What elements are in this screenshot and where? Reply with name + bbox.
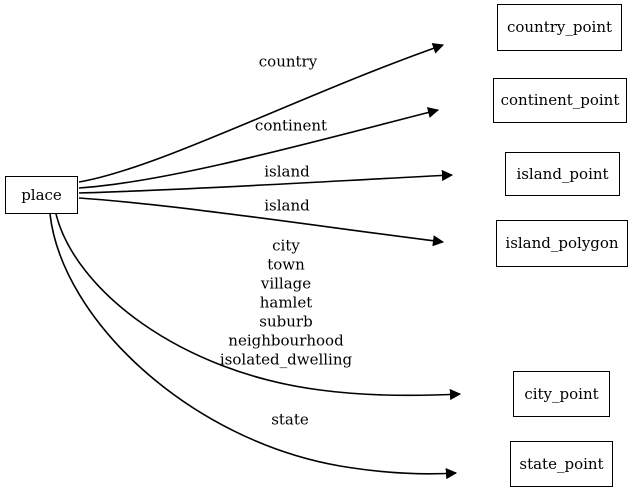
node-island_point[interactable]: island_point bbox=[505, 152, 620, 196]
edge-place-island_polygon bbox=[78, 197, 445, 247]
node-place-label: place bbox=[21, 185, 62, 204]
node-state_point[interactable]: state_point bbox=[510, 441, 613, 487]
node-city_point-label: city_point bbox=[524, 384, 599, 403]
node-island_polygon[interactable]: island_polygon bbox=[496, 220, 628, 267]
node-continent_point[interactable]: continent_point bbox=[493, 78, 627, 123]
edge-label-city-group: city town village hamlet suburb neighbou… bbox=[219, 236, 353, 369]
node-continent_point-label: continent_point bbox=[500, 91, 620, 109]
node-country_point[interactable]: country_point bbox=[497, 4, 622, 51]
edge-label-country: country bbox=[258, 52, 318, 71]
node-state_point-label: state_point bbox=[519, 454, 604, 473]
node-island_polygon-label: island_polygon bbox=[505, 234, 619, 252]
node-place[interactable]: place bbox=[5, 176, 78, 214]
node-island_point-label: island_point bbox=[516, 164, 609, 183]
node-country_point-label: country_point bbox=[506, 18, 613, 36]
edge-label-continent: continent bbox=[254, 116, 328, 135]
edge-label-island-point: island bbox=[264, 162, 310, 181]
node-city_point[interactable]: city_point bbox=[513, 371, 610, 417]
edge-label-state: state bbox=[271, 410, 309, 429]
edge-label-island-polygon: island bbox=[264, 196, 310, 215]
